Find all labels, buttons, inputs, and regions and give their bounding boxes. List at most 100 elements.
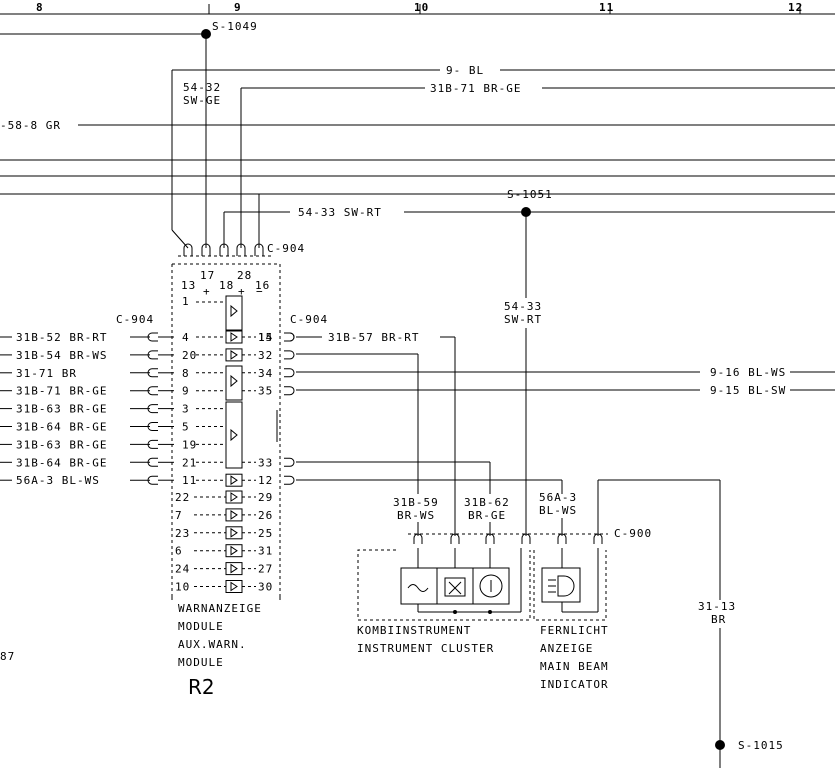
main-beam-indicator — [533, 548, 607, 621]
splice-label: S-1049 — [212, 20, 258, 33]
pin-label: 35 — [258, 385, 273, 398]
pin-label: 11 — [182, 474, 197, 487]
wire-label: BR-WS — [397, 509, 435, 522]
pin-label: 19 — [182, 438, 197, 451]
wire-label: 56A-3 BL-WS — [16, 474, 100, 487]
splice-dot — [715, 740, 725, 750]
wire-label-54-33: 54-33 SW-RT — [298, 206, 382, 219]
wire-label-31b-57: 31B-57 BR-RT — [328, 331, 419, 344]
pin-label: 21 — [182, 456, 197, 469]
column-ruler: 8 9 10 11 12 — [0, 1, 835, 15]
wire-label: 31B-62 — [464, 496, 510, 509]
splice-label-s1015: S-1015 — [738, 739, 784, 752]
cluster-wire-labels: 31B-59 BR-WS 31B-62 BR-GE 56A-3 BL-WS — [393, 491, 577, 536]
pin-label: 10 — [175, 581, 190, 594]
wire-label-58-8: -58-8 GR — [0, 119, 61, 132]
wire-label: BL-WS — [539, 504, 577, 517]
pin-1: 1 — [182, 295, 190, 308]
left-wire-row: 31-71 BR 8 34 — [0, 367, 295, 380]
column-12: 12 — [788, 1, 803, 14]
pin-16: 16 — [255, 279, 270, 292]
wire-label: 54-32 — [183, 81, 221, 94]
caption-line: AUX.WARN. — [178, 638, 247, 651]
pin-label: 8 — [182, 367, 190, 380]
washer-fluid-icon — [400, 567, 438, 605]
left-wire-row: 31B-64 BR-GE 5 — [0, 421, 226, 434]
wire-label: 31B-59 — [393, 496, 439, 509]
pin-label: 31 — [258, 545, 273, 558]
wire-label: SW-RT — [504, 313, 542, 326]
connector-label-right: C-904 — [290, 313, 328, 326]
brake-warning-icon — [436, 567, 474, 605]
pin-label: 4 — [182, 331, 190, 344]
column-8: 8 — [36, 1, 44, 14]
wire-label: BR-GE — [468, 509, 506, 522]
wire-label: 31B-64 BR-GE — [16, 456, 107, 469]
wire-label: 54-33 — [504, 300, 542, 313]
pin-label: 25 — [258, 527, 273, 540]
pin-label: 26 — [258, 509, 273, 522]
pin-label: 22 — [175, 491, 190, 504]
caption-line: WARNANZEIGE — [178, 602, 262, 615]
wire-label: 31B-71 BR-GE — [16, 385, 107, 398]
pin-label: 7 — [175, 509, 183, 522]
pin-13: 13 — [181, 279, 196, 292]
pin-label: 29 — [258, 491, 273, 504]
gauge-icon — [472, 567, 510, 605]
headlight-icon — [541, 567, 581, 603]
wire-label: 31B-64 BR-GE — [16, 421, 107, 434]
connector-c904-top: C-904 13 17 18 28 16 + + − — [178, 242, 305, 298]
module-row: 10 30 — [175, 580, 273, 594]
module-row: 22 29 — [175, 490, 273, 504]
pin-label: 32 — [258, 349, 273, 362]
column-9: 9 — [234, 1, 242, 14]
column-11: 11 — [599, 1, 614, 14]
wire-label: 31B-52 BR-RT — [16, 331, 107, 344]
pin-label: 20 — [182, 349, 197, 362]
connector-label: C-904 — [267, 242, 305, 255]
pin-label: 30 — [258, 581, 273, 594]
pin-label: 23 — [175, 527, 190, 540]
pin-15-row: 15 — [258, 331, 295, 344]
splice-s1049: S-1049 54-32 SW-GE — [0, 20, 258, 248]
pin-label: 5 — [182, 421, 190, 434]
left-wire-row: 31B-63 BR-GE 19 — [0, 438, 226, 451]
wire-label: 31B-63 BR-GE — [16, 438, 107, 451]
sign-plus: + — [238, 285, 246, 298]
sign-plus: + — [203, 285, 211, 298]
module-id: R2 — [188, 675, 215, 699]
column-10: 10 — [414, 1, 429, 14]
wire-label: 56A-3 — [539, 491, 577, 504]
caption-line: INSTRUMENT CLUSTER — [357, 642, 494, 655]
pin-label: 14 — [258, 331, 273, 344]
pin-label: 34 — [258, 367, 273, 380]
left-wire-row: 31B-64 BR-GE 21 33 — [0, 456, 295, 469]
wire-label-9-16: 9-16 BL-WS — [710, 366, 786, 379]
caption-line: ANZEIGE — [540, 642, 593, 655]
caption-line: MAIN BEAM — [540, 660, 609, 673]
caption-line: MODULE — [178, 620, 224, 633]
right-wires: 31B-57 BR-RT 9-16 BL-WS 9-15 BL-SW 31-13… — [296, 331, 835, 768]
pin-15: 15 — [258, 331, 273, 344]
pin-label: 3 — [182, 403, 190, 416]
sign-minus: − — [256, 285, 264, 298]
caption-line: MODULE — [178, 656, 224, 669]
pin-label: 24 — [175, 563, 190, 576]
indicator-caption: FERNLICHT ANZEIGE MAIN BEAM INDICATOR — [540, 624, 609, 691]
wire-label: 31-13 — [698, 600, 736, 613]
wire-label: BR — [711, 613, 726, 626]
wire-label: 31-71 BR — [16, 367, 77, 380]
pin-label: 33 — [258, 456, 273, 469]
caption-line: INDICATOR — [540, 678, 609, 691]
cluster-caption: KOMBIINSTRUMENT INSTRUMENT CLUSTER — [357, 624, 494, 655]
wire-label-9-bl: 9- BL — [446, 64, 484, 77]
instrument-cluster — [357, 548, 531, 621]
wire-label: 31B-54 BR-WS — [16, 349, 107, 362]
